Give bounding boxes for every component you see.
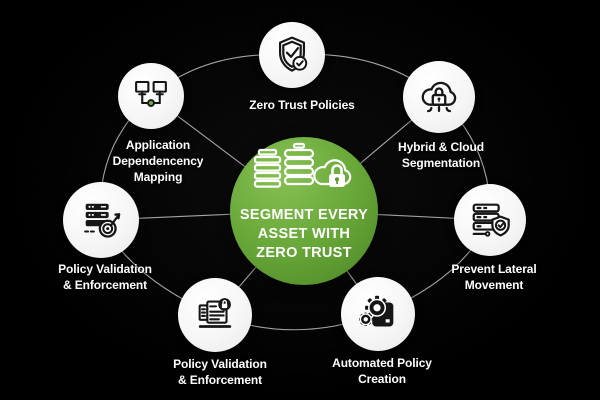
shield-check-icon [278, 36, 308, 72]
node-label: Prevent Lateral Movement [451, 262, 537, 292]
node-zero-trust-policies [259, 22, 325, 88]
node-policy-validation-enforcement-left [63, 182, 139, 258]
center-heading-line: ZERO TRUST [256, 245, 352, 261]
automation-gears-icon [359, 295, 394, 327]
node-label: Hybrid & Cloud Segmentation [398, 140, 484, 170]
cloud-lock-icon [421, 81, 457, 113]
node-application-dependency-mapping [118, 63, 184, 129]
node-policy-validation-enforcement-bottom [178, 278, 252, 352]
server-target-icon [84, 203, 121, 238]
policy-document-lock-icon [198, 298, 232, 328]
dependency-mapping-icon [135, 80, 167, 107]
node-label: Automated Policy Creation [332, 356, 432, 386]
center-heading-line: SEGMENT EVERY [239, 207, 369, 223]
node-hybrid-cloud-segmentation [403, 61, 475, 133]
node-label: Application Dependencency Mapping [112, 138, 204, 184]
node-label: Policy Validation & Enforcement [58, 262, 152, 292]
node-automated-policy-creation [341, 277, 415, 351]
center-heading-line: ASSET WITH [257, 226, 351, 242]
node-label: Zero Trust Policies [249, 98, 355, 112]
node-prevent-lateral-movement [454, 184, 526, 256]
center-heading: SEGMENT EVERY ASSET WITH ZERO TRUST [230, 206, 378, 263]
server-shield-icon [472, 203, 510, 237]
servers-cloud-lock-icon [253, 142, 352, 188]
node-label: Policy Validation & Enforcement [173, 357, 267, 387]
